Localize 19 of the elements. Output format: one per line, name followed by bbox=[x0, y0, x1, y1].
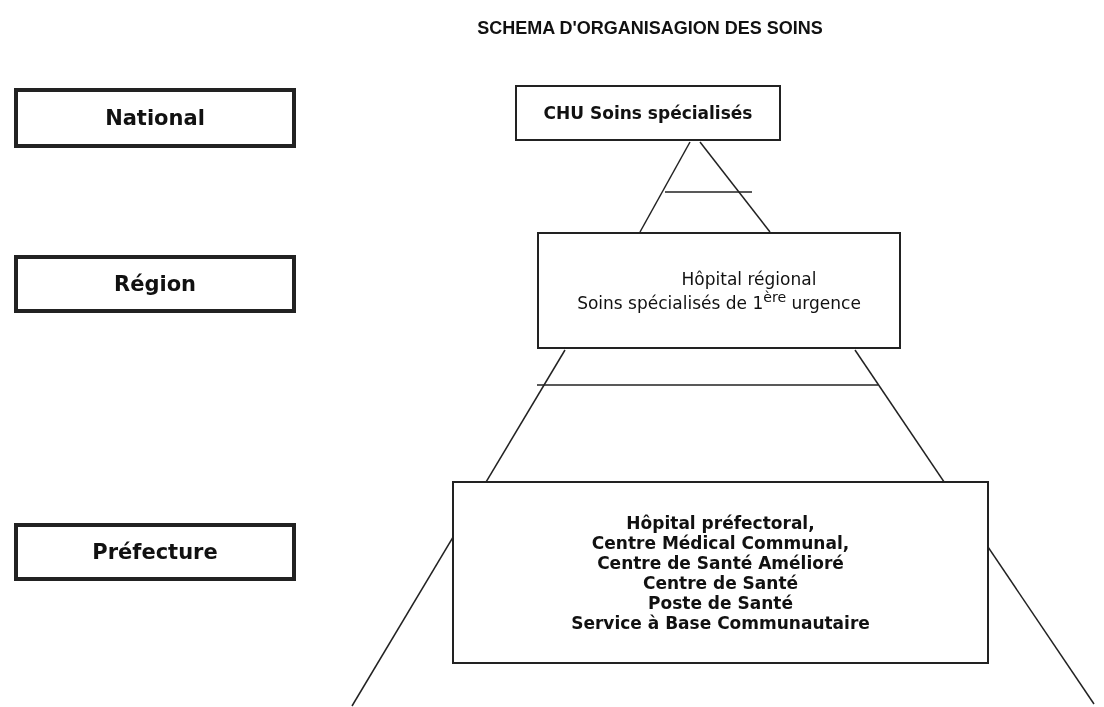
facility-title: Hôpital régional bbox=[681, 268, 817, 289]
level-label: National bbox=[105, 106, 205, 130]
level-label: Préfecture bbox=[92, 540, 218, 564]
level-label: Région bbox=[114, 272, 196, 296]
level-box bbox=[14, 523, 296, 581]
facility-box bbox=[515, 85, 781, 141]
facility-text: Poste de Santé bbox=[648, 592, 793, 613]
title: SCHEMA D'ORGANISAGION DES SOINS bbox=[476, 18, 824, 39]
facility-text: Soins spécialisés de 1$^{ère}$ urgence bbox=[577, 288, 861, 313]
facility-text: Service à Base Communautaire bbox=[571, 612, 870, 633]
facility-text: Centre Médical Communal, bbox=[591, 532, 850, 553]
facility-title: CHU Soins spécialisés bbox=[543, 103, 753, 123]
facility-title: Hôpital préfectoral, bbox=[626, 512, 815, 533]
facility-text: Centre de Santé Amélioré bbox=[597, 552, 844, 573]
level-box bbox=[14, 88, 296, 148]
facility-box bbox=[537, 232, 901, 349]
level-box bbox=[14, 255, 296, 313]
facility-text: Centre de Santé bbox=[642, 572, 799, 593]
facility-box bbox=[452, 481, 989, 664]
